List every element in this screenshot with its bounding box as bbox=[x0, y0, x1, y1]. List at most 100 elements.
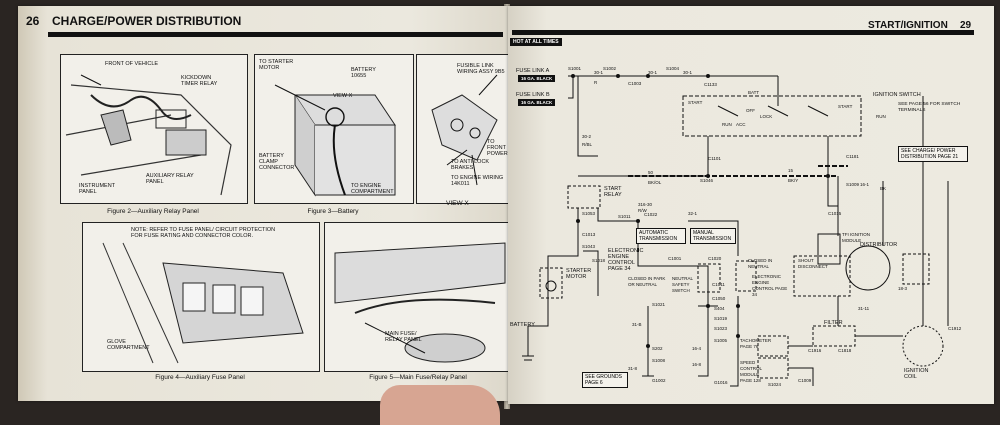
fuse-link-a-gauge: 16 GA. BLACK bbox=[518, 75, 556, 82]
figure-3-panel: TO STARTER MOTOR BATTERY 10655 VIEW X BA… bbox=[254, 54, 414, 204]
hot-at-all-times-tag: HOT AT ALL TIMES bbox=[510, 38, 562, 46]
conn-c1101: C1101 bbox=[708, 156, 721, 161]
wire-30-2: 30-2 bbox=[582, 134, 592, 139]
wiring-diagram bbox=[522, 74, 949, 387]
eec-label: ELECTRONIC ENGINE CONTROL PAGE 34 bbox=[608, 248, 644, 272]
see-grounds-box: SEE GROUNDS PAGE 6 bbox=[582, 372, 628, 388]
conn-s1021: S1021 bbox=[652, 302, 666, 307]
fig3-clamp-connector: BATTERY CLAMP CONNECTOR bbox=[259, 153, 295, 171]
conn-s1002: S1002 bbox=[603, 66, 617, 71]
pos-run: RUN bbox=[722, 122, 732, 127]
viewx-to-antilock: TO ANTI-LOCK BRAKES bbox=[451, 159, 490, 171]
right-header-title: START/IGNITION bbox=[868, 20, 948, 31]
fig3-battery: BATTERY 10655 bbox=[351, 67, 376, 79]
right-page-number: 29 bbox=[960, 20, 972, 31]
shout-disconnect-label: SHOUT DISCONNECT bbox=[798, 258, 828, 269]
conn-s1019: S1019 bbox=[714, 316, 728, 321]
tachometer-label: TACHOMETER PAGE 76 bbox=[740, 338, 772, 349]
fig5-main-fuse-panel: MAIN FUSE/ RELAY PANEL bbox=[385, 331, 422, 343]
ignition-coil-label: IGNITION COIL bbox=[904, 368, 929, 380]
conn-s1053: S1053 bbox=[582, 211, 596, 216]
conn-s1004: S1004 bbox=[666, 66, 680, 71]
conn-s1046: S1046 bbox=[700, 178, 714, 183]
wire-30-1-c: 30-1 bbox=[683, 70, 693, 75]
conn-s1023: S1023 bbox=[714, 326, 728, 331]
conn-c1050: C1050 bbox=[712, 296, 726, 301]
conn-s1001: S1001 bbox=[568, 66, 582, 71]
viewx-fusible-link: FUSIBLE LINK WIRING ASSY 9B5 bbox=[457, 63, 505, 75]
fig2-aux-relay-panel: AUXILIARY RELAY PANEL bbox=[146, 173, 194, 185]
fig3-view-x: VIEW X bbox=[333, 93, 353, 99]
figure-2-illustration bbox=[65, 74, 232, 196]
fig4-note: NOTE: REFER TO FUSE PANEL/ CIRCUIT PROTE… bbox=[131, 227, 276, 239]
figure-5-caption: Figure 5—Main Fuse/Relay Panel bbox=[369, 374, 467, 381]
viewx-to-front-power: TO FRONT POWER bbox=[487, 139, 508, 157]
pos-start-2: START bbox=[838, 104, 853, 109]
fuse-link-b-gauge: 16 GA. BLACK bbox=[518, 99, 556, 106]
charge-distribution-note: SEE CHARGE/ POWER DISTRIBUTION PAGE 21 bbox=[898, 146, 968, 162]
conn-c1133: C1133 bbox=[704, 82, 717, 87]
conn-c1022: C1022 bbox=[644, 212, 658, 217]
wire-15: 15 bbox=[788, 168, 794, 173]
figure-4-panel: NOTE: REFER TO FUSE PANEL/ CIRCUIT PROTE… bbox=[82, 222, 320, 372]
neutral-safety-label: NEUTRAL SAFETY SWITCH bbox=[672, 276, 693, 293]
conn-s1009: S1009 bbox=[846, 182, 860, 187]
conn-g1016: G1016 bbox=[714, 380, 728, 385]
closed-in-neutral-label: CLOSED IN NEUTRAL bbox=[748, 258, 773, 269]
wire-16-8: 16-8 bbox=[692, 362, 702, 367]
wire-18-3: 31-11 bbox=[858, 306, 870, 311]
viewx-to-engine-wiring: TO ENGINE WIRING 14K011 bbox=[451, 175, 504, 187]
fig2-kickdown-relay: KICKDOWN TIMER RELAY bbox=[181, 75, 218, 87]
pos-acc: ACC bbox=[736, 122, 746, 127]
pos-off: OFF bbox=[746, 108, 755, 113]
starter-motor-label: STARTER MOTOR bbox=[566, 268, 592, 280]
wire-16-4: 16-4 bbox=[692, 346, 702, 351]
ignition-switch-label: IGNITION SWITCH bbox=[873, 92, 921, 98]
speed-control-module-label: SPEED CONTROL MODULE PAGE 128 bbox=[740, 360, 762, 383]
automatic-transmission-box: AUTOMATIC TRANSMISSION bbox=[636, 228, 686, 244]
start-relay-label: START RELAY bbox=[604, 186, 622, 198]
conn-s1011: S1011 bbox=[618, 214, 631, 219]
figure-2-caption: Figure 2—Auxiliary Relay Panel bbox=[107, 208, 199, 215]
fig2-instrument-panel: INSTRUMENT PANEL bbox=[79, 183, 115, 195]
filter-label: FILTER bbox=[824, 320, 843, 326]
wire-32-1: 32-1 bbox=[688, 211, 698, 216]
right-header-rule bbox=[512, 30, 974, 35]
conn-s202: S202 bbox=[652, 346, 663, 351]
conn-s1024: S1024 bbox=[768, 382, 782, 387]
distributor-label: DISTRIBUTOR bbox=[860, 242, 898, 248]
conn-c1011: C1011 bbox=[712, 282, 725, 287]
fig3-to-starter: TO STARTER MOTOR bbox=[259, 59, 294, 71]
left-page-number: 26 bbox=[26, 14, 40, 28]
wire-r-w: R/W bbox=[638, 208, 647, 213]
conn-s404: S404 bbox=[714, 306, 725, 311]
left-header-rule bbox=[48, 32, 503, 37]
conn-c1009: C1009 bbox=[798, 378, 812, 383]
tfi-module-label: TFI IGNITION MODULE bbox=[842, 232, 870, 243]
wire-31-11: 31-8 bbox=[628, 366, 638, 371]
conn-c1013: C1013 bbox=[582, 232, 596, 237]
conn-s1043: S1043 bbox=[582, 244, 596, 249]
wire-bk-ol: BK/OL bbox=[648, 180, 662, 185]
wire-bk-a: BK bbox=[880, 186, 887, 191]
fig2-front-of-vehicle: FRONT OF VEHICLE bbox=[105, 61, 159, 67]
wire-30-1-b: 30-1 bbox=[648, 70, 658, 75]
right-page: START/IGNITION 29 HOT AT ALL TIMES bbox=[508, 6, 994, 404]
conn-c1003: C1003 bbox=[628, 81, 642, 86]
conn-c1912: C1912 bbox=[948, 326, 962, 331]
conn-s1005: S1005 bbox=[714, 338, 728, 343]
battery-label: BATTERY bbox=[510, 322, 535, 328]
conn-s1018: S1018 bbox=[592, 258, 606, 263]
closed-in-park-label: CLOSED IN PARK OR NEUTRAL bbox=[628, 276, 666, 287]
conn-c1001: C1001 bbox=[668, 256, 682, 261]
left-header-title: CHARGE/POWER DISTRIBUTION bbox=[52, 14, 242, 28]
figure-2-panel: FRONT OF VEHICLE KICKDOWN TIMER RELAY AU… bbox=[60, 54, 248, 204]
hand-thumb bbox=[380, 385, 500, 425]
pos-run-2: RUN bbox=[876, 114, 886, 119]
figure-5-illustration bbox=[334, 242, 506, 363]
fuse-link-a: FUSE LINK A bbox=[516, 68, 550, 74]
figure-3-illustration bbox=[274, 84, 396, 197]
view-x-illustration bbox=[431, 74, 498, 186]
conn-c1020: C1020 bbox=[708, 256, 722, 261]
conn-c1015: C1015 bbox=[828, 211, 842, 216]
